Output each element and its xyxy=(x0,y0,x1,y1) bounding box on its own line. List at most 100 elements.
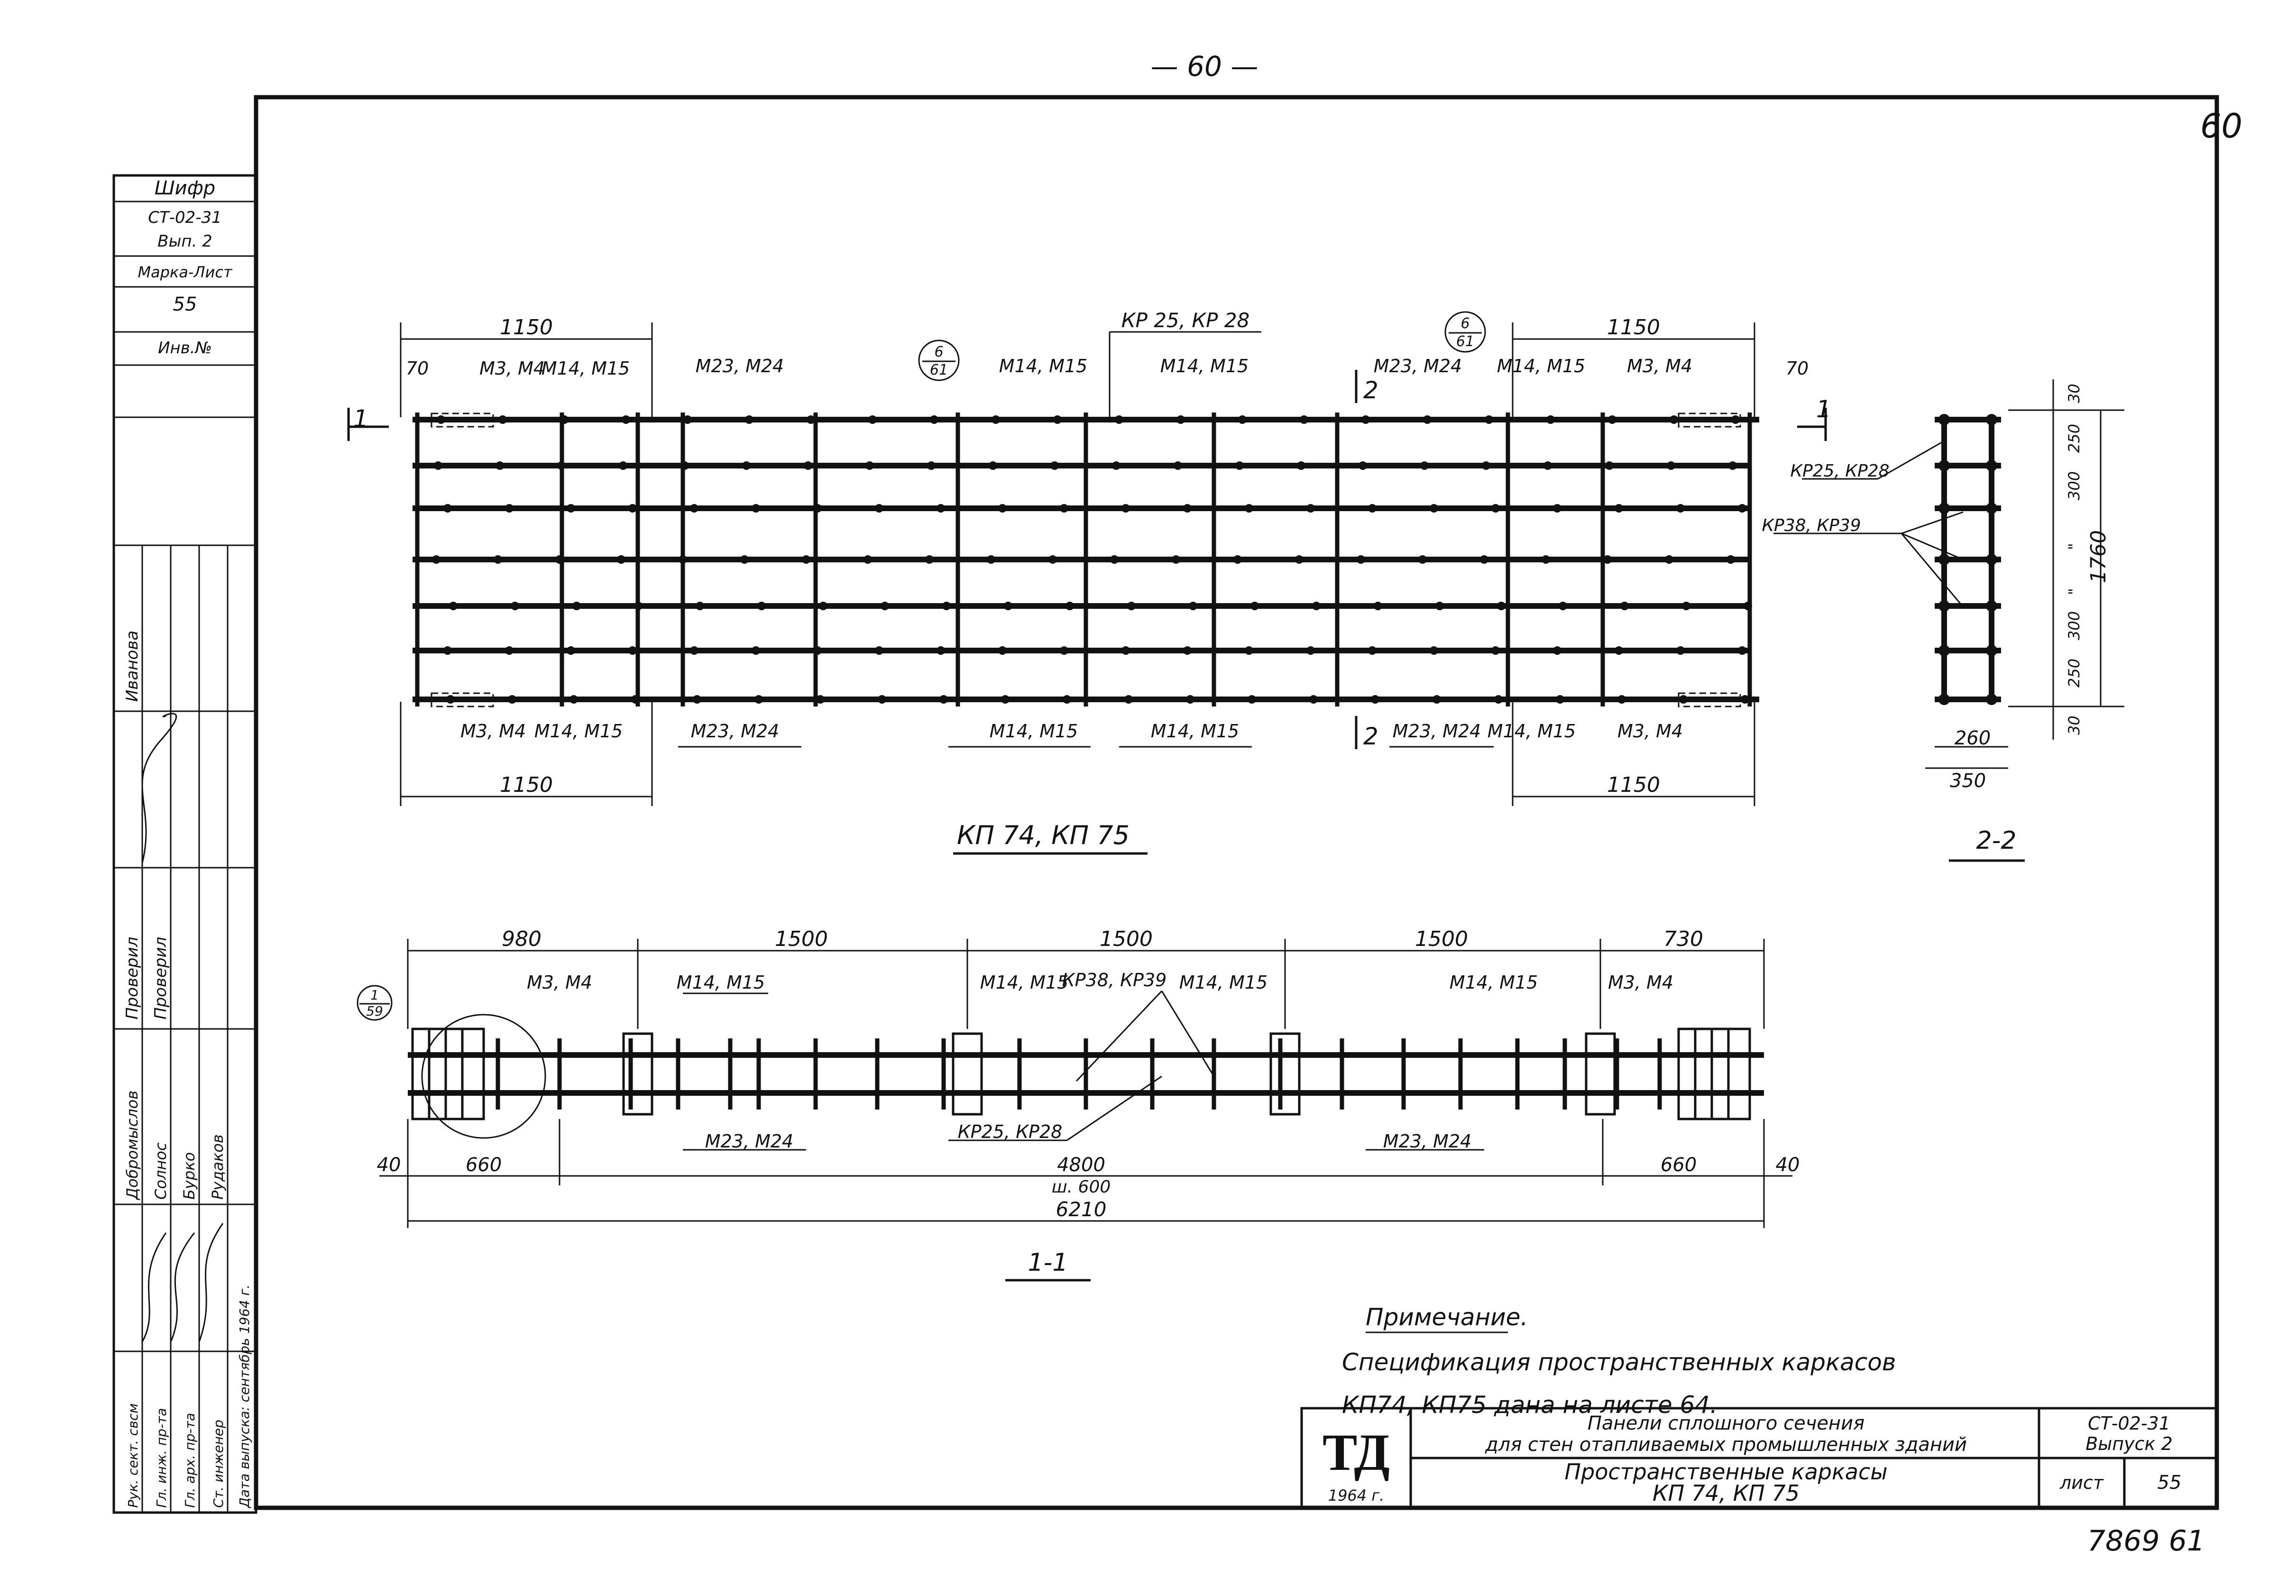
plan-node xyxy=(1297,461,1305,470)
sec22-label-a: КР25, КР28 xyxy=(1790,461,1889,481)
sec11-bottom-label-3: М23, М24 xyxy=(1383,1131,1471,1152)
stamp-cipher-value: СТ-02-31 xyxy=(148,208,222,227)
plan-node xyxy=(1295,555,1304,564)
plan-node xyxy=(813,504,822,513)
plan-node xyxy=(505,504,514,513)
plan-node xyxy=(1485,415,1493,424)
plan-node xyxy=(1189,602,1197,610)
plan-node xyxy=(1359,461,1367,470)
plan-node xyxy=(987,555,995,564)
plan-node xyxy=(619,461,627,470)
plan-node xyxy=(1245,504,1253,513)
plan-node xyxy=(1004,602,1012,610)
plan-node xyxy=(1053,415,1062,424)
plan-node xyxy=(1110,555,1119,564)
title-line-2: для стен отапливаемых промышленных здани… xyxy=(1485,1434,1967,1456)
plan-node xyxy=(1248,695,1256,704)
plan-node xyxy=(1670,415,1678,424)
plan-node xyxy=(1433,695,1441,704)
corner-number: 60 xyxy=(2200,107,2242,146)
plan-node xyxy=(942,602,951,610)
sec11-title: 1-1 xyxy=(1028,1248,1068,1277)
sec11-callout-circle xyxy=(357,985,393,1021)
sec22-node xyxy=(1986,694,1997,705)
plan-node xyxy=(1738,646,1746,655)
plate-m3-tl xyxy=(431,413,494,428)
plan-center-label: КР 25, КР 28 xyxy=(1121,309,1250,332)
signature-1 xyxy=(141,713,177,863)
note-line-1: Спецификация пространственных каркасов xyxy=(1342,1348,1896,1376)
plan-node xyxy=(937,504,945,513)
plan-node xyxy=(1741,695,1749,704)
plan-node xyxy=(1238,415,1247,424)
sec22-node xyxy=(1938,414,1950,425)
plan-node xyxy=(432,555,441,564)
sec22-node xyxy=(1938,460,1950,471)
plan-node xyxy=(1112,461,1120,470)
plan-node xyxy=(1250,602,1259,610)
plan-node xyxy=(1115,415,1123,424)
plan-node xyxy=(443,646,452,655)
sec22-dim: 250 xyxy=(2065,424,2083,453)
plan-node xyxy=(1172,555,1180,564)
sec11-dim-40-right: 40 xyxy=(1776,1154,1800,1176)
plan-node xyxy=(1374,602,1382,610)
stamp-checked-1: Проверил xyxy=(123,937,142,1019)
plan-top-label-4: М14, М15 xyxy=(999,356,1087,376)
stamp-name-2: Добромыслов xyxy=(123,1091,141,1201)
sec11-top-label-5: М14, М15 xyxy=(1179,972,1267,993)
sec11-top-label-6: М14, М15 xyxy=(1450,972,1538,993)
plan-node xyxy=(693,695,701,704)
sec11-plate xyxy=(1269,1032,1301,1116)
plan-node xyxy=(437,415,445,424)
plan-top-label-3: М23, М24 xyxy=(696,356,784,376)
plan-node xyxy=(1605,461,1614,470)
plan-node xyxy=(875,646,883,655)
plan-node xyxy=(683,415,692,424)
callout-circle-2 xyxy=(1444,311,1486,353)
sec11-plate xyxy=(622,1032,653,1116)
plan-node xyxy=(816,695,825,704)
plan-node xyxy=(1368,646,1377,655)
stamp-name-5: Рудаков xyxy=(209,1134,227,1200)
subtitle-line-1: Пространственные каркасы xyxy=(1564,1459,1887,1485)
sec22-width-inner: 260 xyxy=(1955,727,1991,749)
plan-bottom-label-6: М23, М24 xyxy=(1393,721,1481,742)
plan-top-label-7: М14, М15 xyxy=(1497,356,1585,376)
plan-node xyxy=(1559,602,1567,610)
stamp-name-4: Бурко xyxy=(180,1152,198,1200)
sec22-dim: 300 xyxy=(2065,611,2083,640)
plan-dim-bottom-right: 1150 xyxy=(1607,773,1660,797)
plan-node xyxy=(1620,602,1629,610)
plan-node xyxy=(1553,504,1561,513)
plan-node xyxy=(1542,555,1550,564)
plan-node xyxy=(881,602,889,610)
plan-node xyxy=(1245,646,1253,655)
plan-section-mark-2-bottom: 2 xyxy=(1363,723,1378,750)
callout-1-num: 6 xyxy=(934,344,943,360)
sec11-top-dim: 730 xyxy=(1663,927,1703,951)
plan-node xyxy=(679,555,687,564)
plan-node xyxy=(1174,461,1182,470)
sec11-detail-circle xyxy=(421,1014,546,1139)
sec11-plate xyxy=(952,1032,983,1116)
plan-node xyxy=(1420,461,1429,470)
stamp-role-2: Гл. инж. пр-та xyxy=(154,1408,169,1508)
stamp-name-3: Солнос xyxy=(152,1142,170,1200)
plan-node xyxy=(804,461,812,470)
sec22-dim: " xyxy=(2065,543,2083,550)
plan-node xyxy=(1480,555,1488,564)
sec11-dim-40-left: 40 xyxy=(377,1154,401,1176)
note-block: Примечание. Спецификация пространственны… xyxy=(1342,1303,1896,1419)
note-title: Примечание. xyxy=(1366,1303,1528,1331)
plan-node xyxy=(1306,646,1315,655)
plan-node xyxy=(927,461,936,470)
stamp-inv-label: Инв.№ xyxy=(158,339,212,358)
plan-node xyxy=(1183,646,1192,655)
plan-node xyxy=(740,555,749,564)
plan-node xyxy=(1060,646,1068,655)
plan-dim-top-right: 1150 xyxy=(1607,315,1660,339)
